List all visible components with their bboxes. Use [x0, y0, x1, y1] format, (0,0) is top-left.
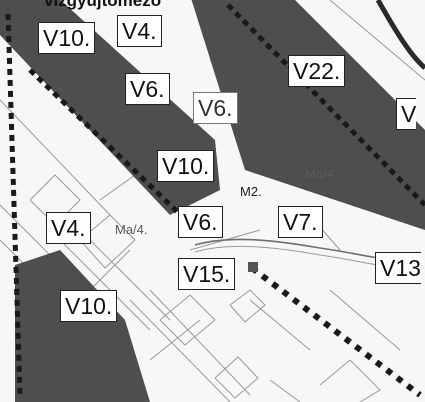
zone-label-v10-top[interactable]: V10.	[38, 22, 96, 54]
zone-band-left	[0, 0, 220, 215]
zone-label-v6-mid[interactable]: V6.	[193, 92, 238, 124]
zone-label-v13[interactable]: V13	[375, 252, 421, 284]
zone-label-v7[interactable]: V7.	[278, 206, 323, 238]
zone-label-ma4-right: Ma/4.	[305, 166, 338, 181]
boundary-lines	[5, 3, 425, 398]
zone-label-m2: M2.	[240, 184, 262, 199]
zone-label-v10-bottom[interactable]: V10.	[60, 290, 118, 322]
zone-band-upper-right	[191, 0, 425, 230]
zone-label-v6-low[interactable]: V6.	[178, 206, 223, 238]
header-caption: vízgyűjtőmező	[44, 0, 162, 10]
zone-label-ma4-left: Ma/4.	[115, 222, 148, 237]
marker-square	[248, 262, 258, 272]
zone-label-v4-left[interactable]: V4.	[46, 212, 91, 244]
stream-line	[375, 0, 425, 70]
zone-label-v6-left[interactable]: V6.	[125, 73, 170, 105]
zone-label-v15[interactable]: V15.	[178, 258, 236, 290]
zone-band-bottom-left	[15, 250, 150, 402]
zone-label-v10-mid[interactable]: V10.	[157, 150, 215, 182]
zone-label-v22[interactable]: V22.	[288, 55, 346, 87]
zone-label-v-edge[interactable]: V	[396, 98, 417, 130]
zone-label-v4-top[interactable]: V4.	[117, 15, 162, 47]
